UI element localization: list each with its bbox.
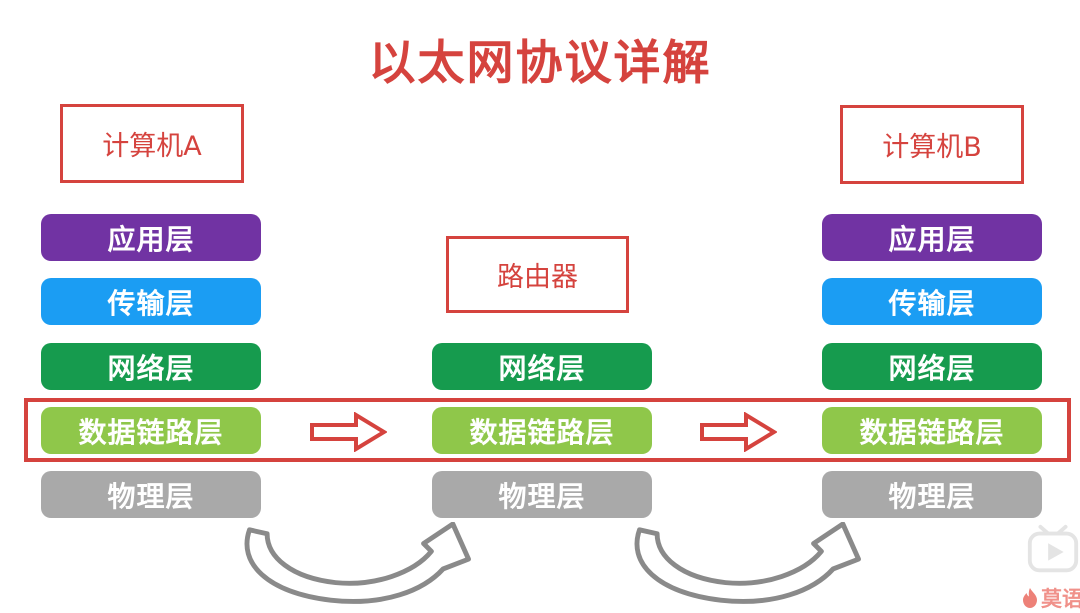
computer-a-datalink-layer: 数据链路层: [41, 407, 261, 454]
router-label: 路由器: [497, 262, 578, 293]
computer-a-application-layer: 应用层: [41, 214, 261, 261]
computer-a-transport-layer: 传输层: [41, 278, 261, 325]
bilibili-tv-play-icon: [1027, 524, 1079, 573]
channel-watermark: 莫语: [1022, 585, 1080, 611]
computer-b-physical-layer: 物理层: [822, 471, 1042, 518]
router-box: 路由器: [446, 236, 629, 313]
computer-a-network-layer: 网络层: [41, 343, 261, 390]
computer-a-physical-layer: 物理层: [41, 471, 261, 518]
computer-b-transport-layer: 传输层: [822, 278, 1042, 325]
computer-b-application-layer: 应用层: [822, 214, 1042, 261]
curved-up-arrow-icon: [244, 522, 471, 604]
computer-b-datalink-layer: 数据链路层: [822, 407, 1042, 454]
router-physical-layer: 物理层: [432, 471, 652, 518]
right-block-arrow-icon: [700, 412, 777, 452]
curved-up-arrow-icon: [634, 522, 861, 604]
router-network-layer: 网络层: [432, 343, 652, 390]
computer-b-network-layer: 网络层: [822, 343, 1042, 390]
router-datalink-layer: 数据链路层: [432, 407, 652, 454]
computer-b-label: 计算机B: [882, 132, 982, 163]
right-block-arrow-icon: [310, 412, 387, 452]
page-title: 以太网协议详解: [368, 36, 712, 91]
computer-a-label: 计算机A: [102, 131, 202, 162]
flame-icon: [1023, 588, 1037, 608]
computer-b-box: 计算机B: [840, 105, 1024, 184]
watermark-text: 莫语: [1041, 587, 1080, 611]
computer-a-box: 计算机A: [60, 104, 244, 183]
